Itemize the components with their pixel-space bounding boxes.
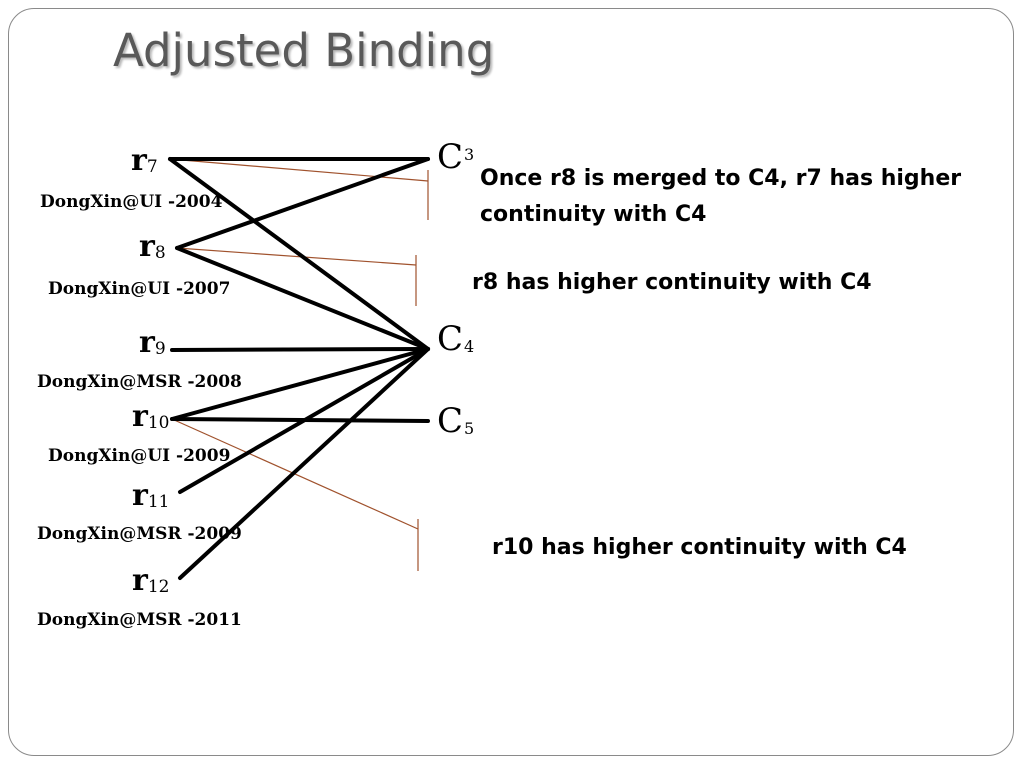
record-source: DongXin@UI -2007 (48, 279, 231, 299)
record-letter: r (131, 143, 147, 178)
slide-title: Adjusted Binding (113, 24, 495, 77)
record-source: DongXin@UI -2009 (48, 446, 231, 466)
note-r8-continuity: r8 has higher continuity with C4 (472, 270, 872, 295)
cluster-c4: C4 (437, 322, 474, 356)
binding-line-r8-C3 (175, 157, 430, 250)
record-r7: r7 (131, 146, 158, 176)
record-letter: r (139, 229, 155, 264)
record-subscript: 7 (146, 157, 158, 177)
record-source: DongXin@MSR -2009 (37, 524, 242, 544)
record-r10: r10 (132, 402, 169, 432)
cluster-subscript: 4 (464, 337, 475, 356)
binding-line-r8-C4 (175, 246, 430, 351)
note-r10-continuity: r10 has higher continuity with C4 (492, 535, 907, 560)
cluster-letter: C (437, 319, 464, 359)
record-subscript: 8 (154, 243, 166, 263)
record-r9: r9 (139, 328, 166, 358)
binding-line-r11-C4 (178, 347, 430, 494)
annotation-line-r8 (176, 247, 417, 266)
annotation-line-r7 (169, 158, 429, 182)
record-letter: r (132, 478, 148, 513)
binding-lines (168, 157, 430, 580)
record-letter: r (132, 399, 148, 434)
cluster-letter: C (437, 137, 464, 177)
cluster-letter: C (437, 401, 464, 441)
record-source: DongXin@MSR -2008 (37, 372, 242, 392)
record-r12: r12 (132, 566, 169, 596)
record-subscript: 9 (154, 339, 166, 359)
slide-frame (8, 8, 1014, 756)
annotation-lines (169, 158, 429, 571)
binding-line-r7-C4 (168, 157, 430, 351)
record-letter: r (132, 563, 148, 598)
record-letter: r (139, 325, 155, 360)
record-source: DongXin@MSR -2011 (37, 610, 242, 630)
binding-line-r10-C5 (170, 417, 430, 423)
cluster-subscript: 3 (464, 145, 475, 164)
binding-line-r9-C4 (170, 347, 430, 352)
record-source: DongXin@UI -2004 (40, 192, 223, 212)
note-r7-continuity: Once r8 is merged to C4, r7 has higher c… (480, 166, 962, 227)
record-r8: r8 (139, 232, 166, 262)
cluster-subscript: 5 (464, 419, 475, 438)
record-subscript: 10 (147, 413, 170, 433)
record-subscript: 12 (147, 577, 170, 597)
binding-line-r10-C4 (170, 347, 430, 421)
record-subscript: 11 (147, 492, 170, 512)
cluster-c3: C3 (437, 140, 474, 174)
cluster-c5: C5 (437, 404, 474, 438)
record-r11: r11 (132, 481, 169, 511)
binding-line-r12-C4 (178, 347, 430, 580)
